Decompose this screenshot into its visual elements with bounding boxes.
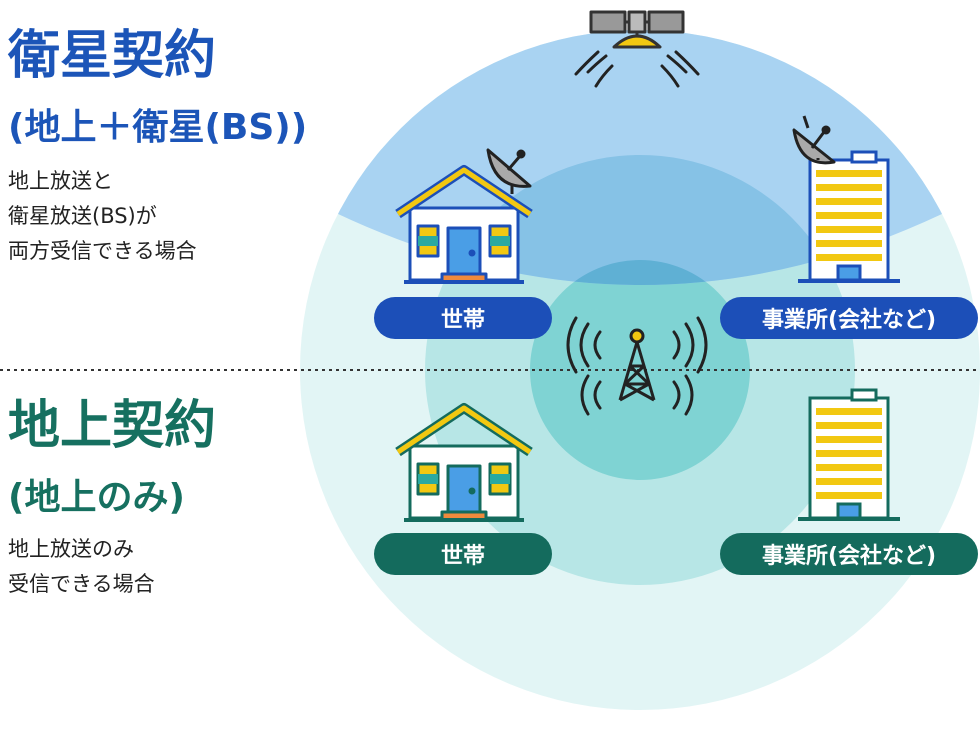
terrestrial-contract-description: 地上放送のみ 受信できる場合 bbox=[8, 532, 155, 602]
office-building-icon bbox=[798, 150, 900, 283]
description-line: 地上放送と bbox=[8, 169, 113, 193]
satellite-dish-icon bbox=[792, 115, 836, 165]
business-label-terrestrial: 事業所(会社など) bbox=[720, 533, 978, 575]
house-icon bbox=[395, 403, 533, 522]
description-line: 衛星放送(BS)が bbox=[8, 204, 157, 228]
broadcast-tower-icon bbox=[618, 328, 656, 402]
satellite-contract-title: 衛星契約 bbox=[8, 26, 217, 86]
satellite-contract-subtitle: (地上＋衛星(BS)) bbox=[8, 107, 308, 148]
signal-waves-icon bbox=[574, 50, 700, 88]
satellite-icon bbox=[589, 10, 685, 49]
terrestrial-contract-title: 地上契約 bbox=[8, 396, 217, 456]
description-line: 地上放送のみ bbox=[8, 537, 134, 561]
house-icon bbox=[395, 165, 533, 284]
household-label-terrestrial: 世帯 bbox=[374, 533, 552, 575]
satellite-dish-icon bbox=[486, 148, 532, 194]
business-label-satellite: 事業所(会社など) bbox=[720, 297, 978, 339]
office-building-icon bbox=[798, 388, 900, 521]
household-label-satellite: 世帯 bbox=[374, 297, 552, 339]
terrestrial-contract-subtitle: (地上のみ) bbox=[8, 477, 185, 518]
description-line: 受信できる場合 bbox=[8, 572, 155, 596]
satellite-contract-description: 地上放送と 衛星放送(BS)が 両方受信できる場合 bbox=[8, 164, 197, 269]
signal-waves-icon bbox=[566, 316, 708, 416]
description-line: 両方受信できる場合 bbox=[8, 239, 197, 263]
